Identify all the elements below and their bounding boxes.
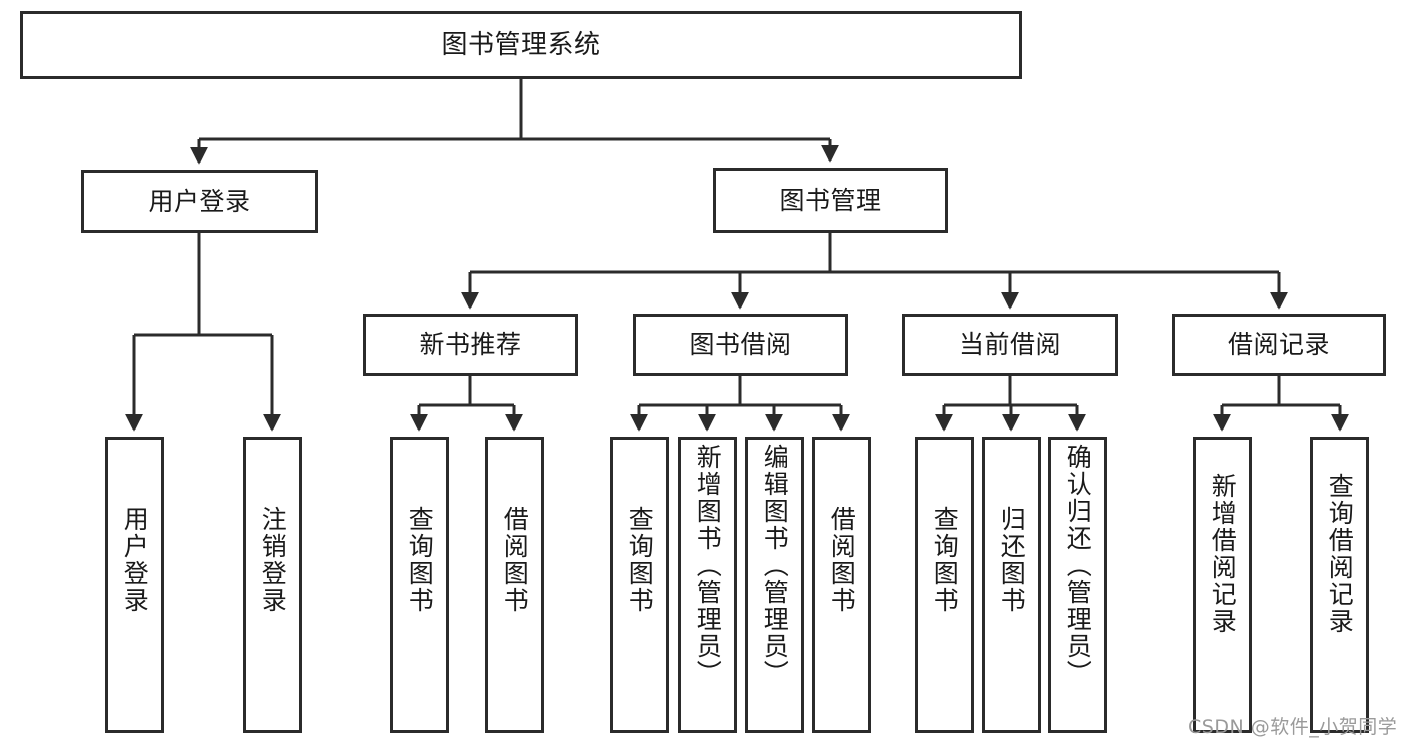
node-new-book-recommend[interactable]: 新书推荐 (363, 314, 578, 376)
leaf-logout-login[interactable]: 注销登录 (243, 437, 302, 733)
leaf-query-book-recommend[interactable]: 查询图书 (390, 437, 449, 733)
node-borrow-record[interactable]: 借阅记录 (1172, 314, 1386, 376)
node-current-borrow[interactable]: 当前借阅 (902, 314, 1118, 376)
leaf-borrow-book-borrow[interactable]: 借阅图书 (812, 437, 871, 733)
leaf-edit-book-admin[interactable]: 编辑图书（管理员） (745, 437, 804, 733)
node-label: 用户登录 (120, 506, 150, 614)
leaf-user-login[interactable]: 用户登录 (105, 437, 164, 733)
node-label: 借阅记录 (1227, 330, 1330, 360)
node-label: 新增图书（管理员） (693, 444, 723, 687)
node-label: 用户登录 (148, 186, 251, 216)
node-label: 查询借阅记录 (1325, 473, 1355, 635)
leaf-return-book[interactable]: 归还图书 (982, 437, 1041, 733)
node-label: 当前借阅 (958, 330, 1061, 360)
node-label: 借阅图书 (500, 506, 530, 614)
leaf-add-borrow-record[interactable]: 新增借阅记录 (1193, 437, 1252, 733)
node-label: 查询图书 (625, 506, 655, 614)
node-label: 编辑图书（管理员） (760, 444, 790, 687)
node-label: 查询图书 (405, 506, 435, 614)
csdn-watermark: CSDN @软件_小贺同学 (1188, 716, 1398, 738)
leaf-query-book-borrow[interactable]: 查询图书 (610, 437, 669, 733)
node-label: 图书管理系统 (441, 29, 601, 60)
leaf-borrow-book-recommend[interactable]: 借阅图书 (485, 437, 544, 733)
leaf-add-book-admin[interactable]: 新增图书（管理员） (678, 437, 737, 733)
node-label: 新书推荐 (419, 330, 522, 360)
node-label: 图书借阅 (689, 330, 792, 360)
node-label: 归还图书 (997, 506, 1027, 614)
node-book-borrow[interactable]: 图书借阅 (633, 314, 848, 376)
leaf-confirm-return-admin[interactable]: 确认归还（管理员） (1048, 437, 1107, 733)
leaf-query-borrow-record[interactable]: 查询借阅记录 (1310, 437, 1369, 733)
node-label: 确认归还（管理员） (1063, 444, 1093, 687)
node-user-login[interactable]: 用户登录 (81, 170, 318, 233)
node-root-book-management-system[interactable]: 图书管理系统 (20, 11, 1022, 79)
node-label: 注销登录 (258, 506, 288, 614)
node-label: 新增借阅记录 (1208, 473, 1238, 635)
node-label: 图书管理 (779, 185, 882, 215)
leaf-query-book-current[interactable]: 查询图书 (915, 437, 974, 733)
node-label: 查询图书 (930, 506, 960, 614)
node-label: 借阅图书 (827, 506, 857, 614)
node-book-management[interactable]: 图书管理 (713, 168, 948, 233)
